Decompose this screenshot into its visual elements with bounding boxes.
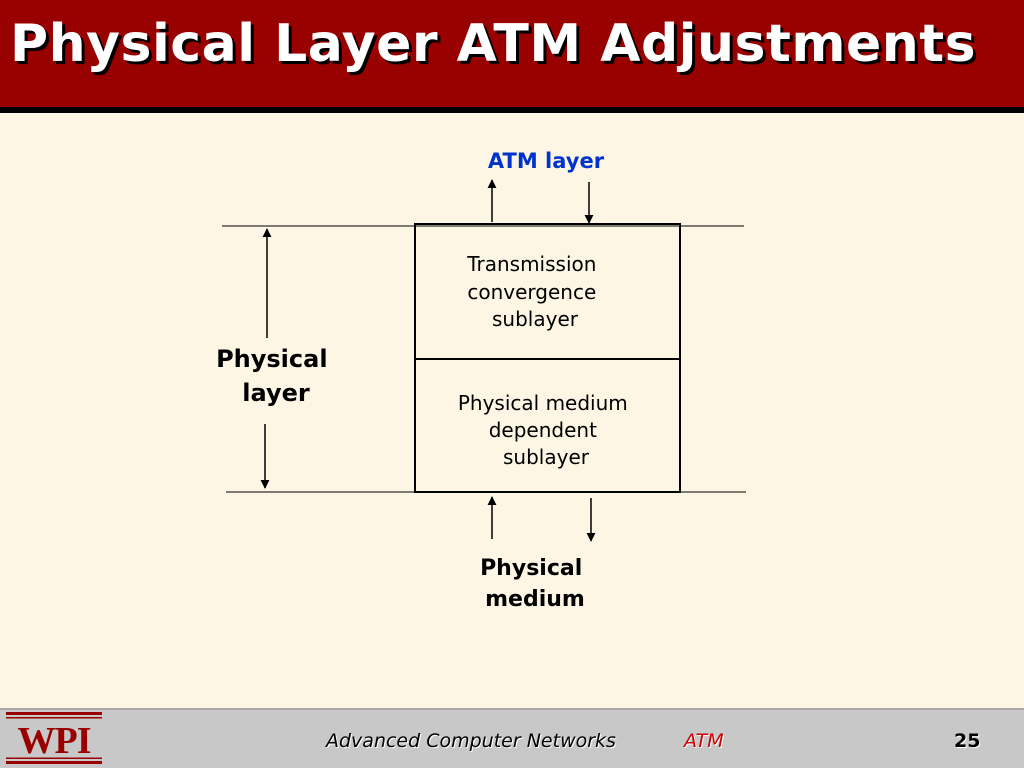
footer-course-name: Advanced Computer Networks <box>326 730 616 752</box>
physical-medium-dependent-box <box>414 358 681 493</box>
title-divider <box>0 107 1024 113</box>
pmd-sublayer-line-3: sublayer <box>503 445 590 469</box>
svg-text:Physical medium dependen: Physical medium dependent sublayer <box>458 391 634 469</box>
title-bar <box>0 0 1024 107</box>
layer-diagram: ATM layer Transmission convergence subla… <box>216 149 746 612</box>
pmd-sublayer-line-1: Physical medium <box>458 391 628 415</box>
atm-layer-label: ATM layer <box>488 149 605 173</box>
svg-text:Transmission convergence: Transmission convergence sublayer <box>466 252 603 331</box>
footer-topic: ATM <box>684 730 724 752</box>
slide-page-number: 25 <box>954 730 981 752</box>
pmd-sublayer-line-2: dependent <box>489 418 597 442</box>
tc-sublayer-line-2: convergence <box>467 280 596 304</box>
physical-layer-label-line-2: layer <box>242 379 310 407</box>
wpi-logo-text: WPI <box>18 720 91 762</box>
tc-sublayer-line-3: sublayer <box>492 307 579 331</box>
svg-text:Physical medium: Physical medium <box>480 556 590 612</box>
physical-medium-label-line-1: Physical <box>480 556 582 581</box>
footer-bar <box>0 708 1024 768</box>
physical-layer-label-line-1: Physical <box>216 345 327 373</box>
physical-medium-label-line-2: medium <box>485 587 585 612</box>
svg-text:Physical layer: Physical layer <box>216 345 336 407</box>
tc-sublayer-line-1: Transmission <box>466 252 596 276</box>
wpi-logo: WPI <box>6 712 102 764</box>
slide-title: Physical Layer ATM Adjustments <box>10 14 977 74</box>
